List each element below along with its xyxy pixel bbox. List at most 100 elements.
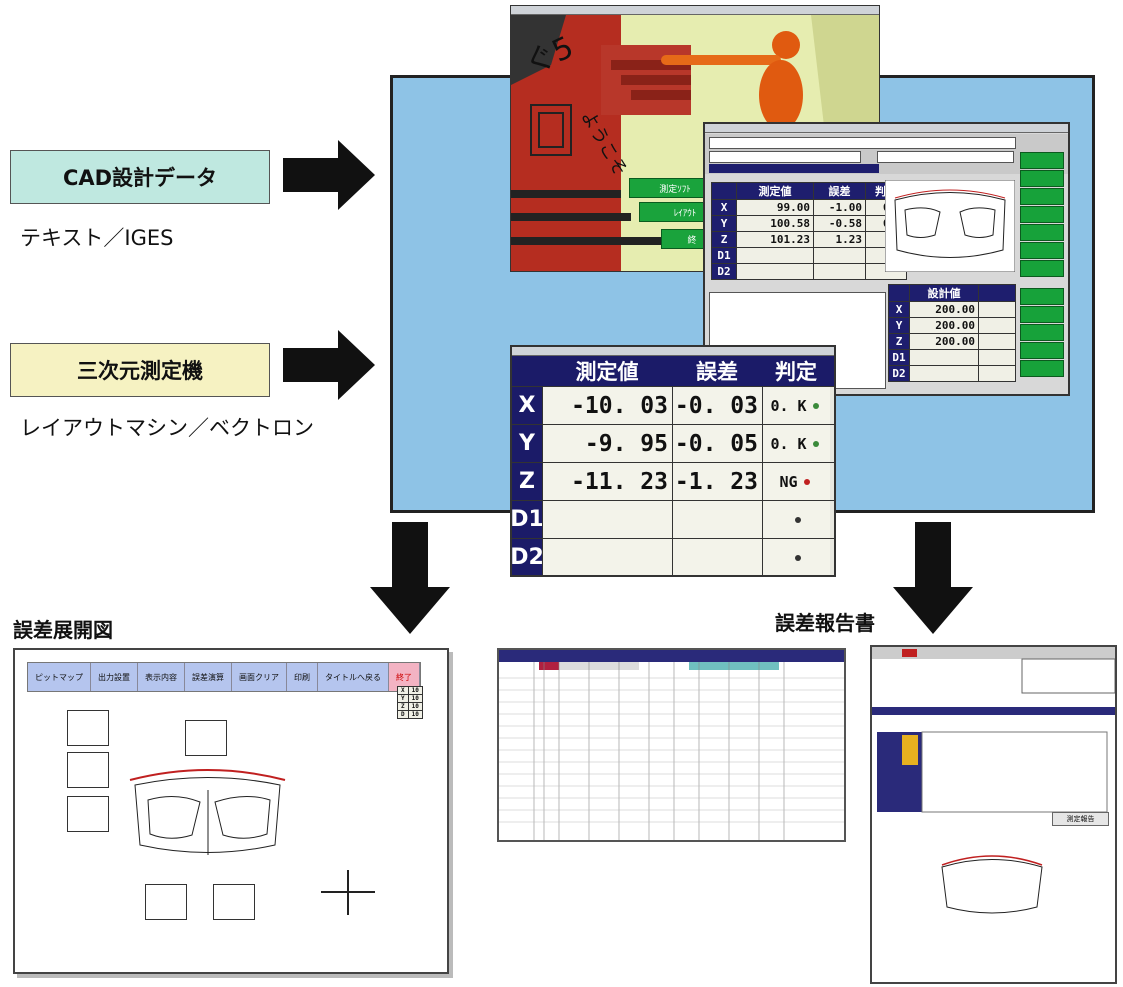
side-button[interactable] bbox=[1020, 224, 1064, 241]
table-row: X99.00-1.00O.K bbox=[711, 199, 907, 216]
axis-label: Z bbox=[512, 463, 542, 500]
point-box bbox=[67, 796, 109, 832]
table-row: D2 bbox=[888, 365, 1016, 382]
error-value: -0. 05 bbox=[672, 425, 762, 462]
measured-value: -10. 03 bbox=[542, 387, 672, 424]
measured-value: -11. 23 bbox=[542, 463, 672, 500]
side-button[interactable] bbox=[1020, 260, 1064, 277]
hood-diagram bbox=[885, 180, 1015, 272]
error-report-window: 測定報告 bbox=[870, 645, 1117, 984]
table-row: D1 bbox=[888, 349, 1016, 366]
side-button[interactable] bbox=[1020, 306, 1064, 323]
arrow-down-icon bbox=[370, 522, 450, 634]
side-button[interactable] bbox=[1020, 206, 1064, 223]
side-button[interactable] bbox=[1020, 288, 1064, 305]
toolbar-button[interactable]: 表示内容 bbox=[138, 663, 185, 691]
col-header: 設計値 bbox=[909, 284, 979, 302]
side-button[interactable] bbox=[1020, 188, 1064, 205]
axis-label: Y bbox=[512, 425, 542, 462]
point-box bbox=[213, 884, 255, 920]
cad-data-box: CAD設計データ bbox=[10, 150, 270, 204]
hood-diagram bbox=[129, 769, 286, 855]
cmm-label: 三次元測定機 bbox=[77, 359, 203, 383]
report-layout bbox=[872, 647, 1115, 914]
measured-value bbox=[542, 539, 672, 575]
table-row: D2 bbox=[512, 538, 834, 575]
toolbar-button[interactable]: 印刷 bbox=[287, 663, 318, 691]
status-dot-icon bbox=[812, 402, 819, 409]
table-row: D1 bbox=[512, 500, 834, 538]
point-box bbox=[67, 752, 109, 788]
side-button[interactable] bbox=[1020, 152, 1064, 169]
status-dot-icon bbox=[794, 554, 801, 561]
error-value: -1. 23 bbox=[672, 463, 762, 500]
measurement-table: 測定値 誤差 判定 X99.00-1.00O.K Y100.58-0.58O.K… bbox=[711, 182, 907, 280]
table-row: D1 bbox=[711, 247, 907, 264]
toolbar-button[interactable]: 画面クリア bbox=[232, 663, 287, 691]
judge-cell bbox=[762, 539, 830, 575]
judge-cell: 0. K bbox=[762, 387, 830, 424]
axis-label: X bbox=[512, 387, 542, 424]
window-titlebar bbox=[511, 6, 879, 15]
table-row: D2 bbox=[711, 263, 907, 280]
toolbar-button[interactable]: 誤差演算 bbox=[185, 663, 232, 691]
status-dot-icon bbox=[794, 516, 801, 523]
side-button[interactable] bbox=[1020, 170, 1064, 187]
toolbar-button[interactable]: ピットマップ bbox=[28, 663, 91, 691]
side-button[interactable] bbox=[1020, 324, 1064, 341]
error-value bbox=[672, 501, 762, 538]
measured-value bbox=[542, 501, 672, 538]
col-header: 測定値 bbox=[736, 182, 814, 200]
error-value: -0. 03 bbox=[672, 387, 762, 424]
cmm-caption: レイアウトマシン／ベクトロン bbox=[20, 416, 314, 440]
table-row: X-10. 03-0. 03 0. K bbox=[512, 386, 834, 424]
judge-value: 0. K bbox=[770, 396, 807, 415]
cad-data-label: CAD設計データ bbox=[62, 166, 218, 190]
judge-cell: NG bbox=[762, 463, 830, 500]
zoomed-measurement-panel: 測定値 誤差 判定 X-10. 03-0. 03 0. K Y-9. 95-0. 0… bbox=[510, 345, 836, 577]
window-titlebar bbox=[705, 124, 1068, 133]
side-button[interactable] bbox=[1020, 242, 1064, 259]
point-box bbox=[145, 884, 187, 920]
cmm-box: 三次元測定機 bbox=[10, 343, 270, 397]
col-header: 判定 bbox=[775, 360, 817, 384]
col-header: 誤差 bbox=[813, 182, 866, 200]
toolbar-button[interactable]: 出力設置 bbox=[91, 663, 138, 691]
axis-cross-icon bbox=[321, 870, 375, 915]
point-box bbox=[185, 720, 227, 756]
col-header: 誤差 bbox=[696, 360, 738, 384]
toolbar-button[interactable]: タイトルへ戻る bbox=[318, 663, 389, 691]
deviation-map-title: 誤差展開図 bbox=[13, 618, 113, 642]
col-header: 測定値 bbox=[575, 360, 639, 384]
deviation-toolbar: ピットマップ 出力設置 表示内容 誤差演算 画面クリア 印刷 タイトルへ戻る 終… bbox=[27, 662, 421, 692]
arrow-right-icon bbox=[283, 140, 375, 210]
axis-label: D1 bbox=[512, 501, 544, 538]
side-button[interactable] bbox=[1020, 360, 1064, 377]
axis-label: D2 bbox=[512, 539, 544, 575]
judge-value: 0. K bbox=[770, 434, 807, 453]
point-box bbox=[67, 710, 109, 746]
spreadsheet-window bbox=[497, 648, 846, 842]
3d-title-window: ぐ5 ようこそ 測定ｿﾌﾄ ﾚｲｱｳﾄ 終 bbox=[510, 5, 880, 272]
info-bar bbox=[705, 134, 1068, 174]
report-action-button[interactable]: 測定報告 bbox=[1052, 812, 1109, 826]
measured-value: -9. 95 bbox=[542, 425, 672, 462]
error-report-title: 誤差報告書 bbox=[775, 611, 875, 635]
arrow-down-icon bbox=[893, 522, 973, 634]
side-button[interactable] bbox=[1020, 342, 1064, 359]
cad-data-caption: テキスト／IGES bbox=[20, 226, 174, 250]
judge-cell bbox=[762, 501, 830, 538]
status-dot-icon bbox=[803, 478, 810, 485]
spreadsheet-grid bbox=[499, 650, 844, 840]
arrow-right-icon bbox=[283, 330, 375, 400]
zoom-header: 測定値 誤差 判定 bbox=[512, 356, 834, 386]
judge-cell: 0. K bbox=[762, 425, 830, 462]
